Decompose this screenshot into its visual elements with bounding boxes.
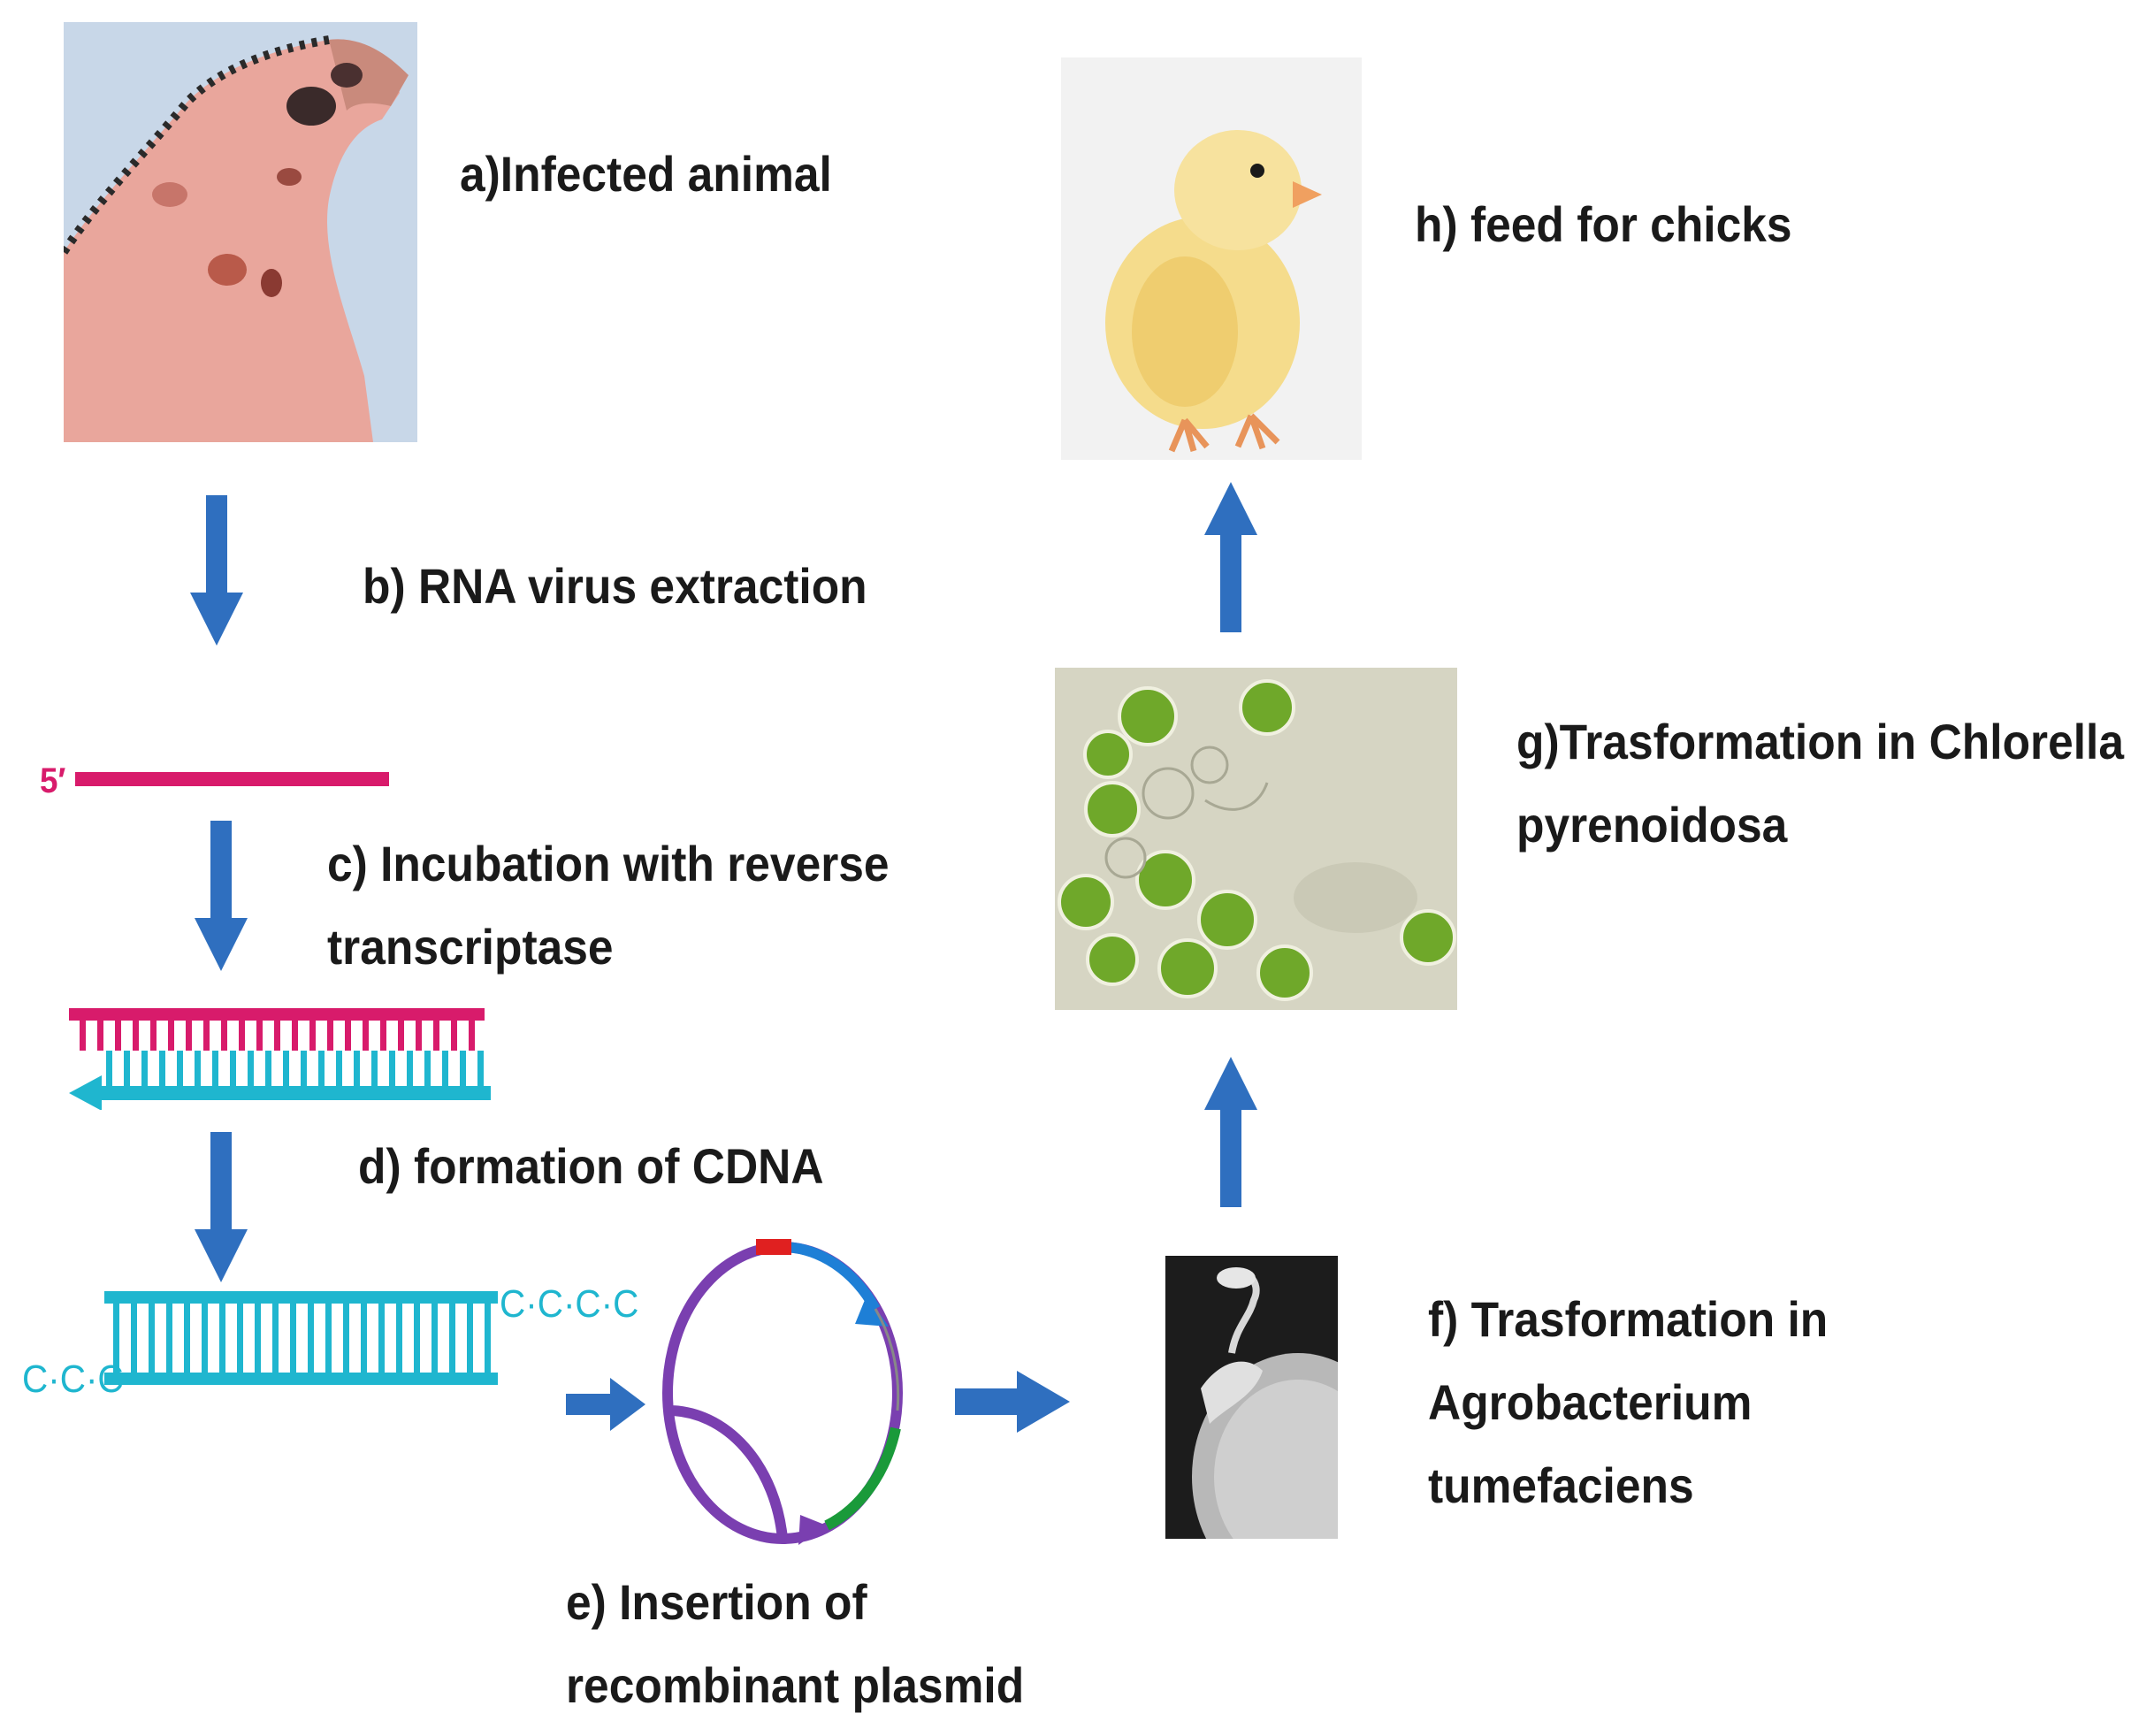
cdna-right-tail: C·C·C·C: [500, 1282, 639, 1326]
step-g-label-line1: g)Trasformation in Chlorella: [1516, 714, 2125, 769]
cdna-left-tail: C·C·C: [22, 1357, 124, 1401]
step-d-label: d) formation of CDNA: [358, 1138, 824, 1194]
rna-strand: [75, 772, 389, 786]
step-e-label-line1: e) Insertion of: [566, 1574, 867, 1630]
step-f-label-line2: Agrobacterium: [1428, 1374, 1753, 1430]
arrow-up-icon: [1204, 482, 1257, 632]
plasmid-diagram: [650, 1234, 915, 1552]
arrow-down-icon: [190, 495, 243, 646]
cdna-double-strand: [104, 1291, 502, 1388]
agrobacterium-image: [1165, 1256, 1338, 1539]
rna-dna-hybrid: [62, 1008, 495, 1110]
chlorella-image: [1055, 668, 1457, 1010]
infected-animal-image: [64, 22, 417, 442]
step-b-label: b) RNA virus extraction: [363, 558, 867, 614]
step-a-label: a)Infected animal: [460, 146, 832, 202]
step-f-label-line3: tumefaciens: [1428, 1457, 1694, 1513]
arrow-down-icon: [195, 821, 248, 971]
step-c-label-line1: c) Incubation with reverse: [327, 836, 890, 891]
step-h-label: h) feed for chicks: [1415, 196, 1792, 252]
arrow-up-icon: [1204, 1057, 1257, 1207]
step-e-label-line2: recombinant plasmid: [566, 1657, 1025, 1713]
step-f-label-line1: f) Trasformation in: [1428, 1291, 1829, 1347]
arrow-right-icon: [566, 1378, 645, 1431]
chick-image: [1061, 57, 1362, 460]
arrow-right-icon: [955, 1371, 1070, 1433]
step-g-label-line2: pyrenoidosa: [1516, 797, 1788, 853]
rna-5prime-label: 5′: [40, 761, 66, 800]
step-c-label-line2: transcriptase: [327, 919, 614, 975]
arrow-down-icon: [195, 1132, 248, 1282]
